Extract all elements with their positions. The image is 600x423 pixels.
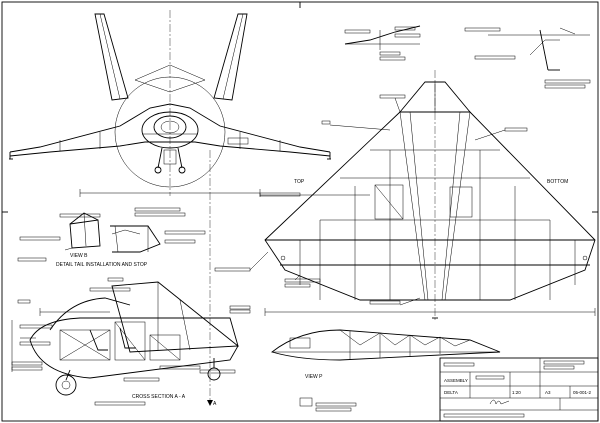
- planform-panel-right: [449, 186, 473, 218]
- view-b-label: VIEW B: [70, 253, 88, 259]
- side-profile-label: VIEW P: [305, 374, 323, 380]
- planform-panel-left: [374, 184, 404, 220]
- cross-section-body: [29, 317, 239, 379]
- cross-section-side: CROSS SECTION A - A: [11, 277, 251, 406]
- detail-tail-label: DETAIL TAIL INSTALLATION AND STOP: [56, 262, 148, 268]
- detail-tail-installation: VIEW B DETAIL TAIL INSTALLATION AND STOP: [17, 207, 206, 268]
- section-marker-label: A: [213, 401, 217, 407]
- title-block-sheet: A3: [545, 390, 551, 395]
- title-block-title: ASSEMBLY: [444, 378, 468, 383]
- planform-view: TOP BOTTOM: [264, 70, 596, 320]
- planform-label-top: TOP: [294, 179, 305, 185]
- title-block-signature: [489, 399, 510, 405]
- title-block: ASSEMBLY DELTA 1:20 A3 05-001-2: [439, 357, 599, 422]
- planform-label-bottom: BOTTOM: [547, 179, 568, 185]
- title-block-scale: 1:20: [512, 390, 521, 395]
- cross-section-main-wheel: [55, 374, 77, 396]
- detail-callout-right: [464, 27, 591, 89]
- front-view-right-fin: [213, 13, 248, 101]
- planform-leaders: [214, 94, 528, 306]
- title-block-drawing-name: DELTA: [444, 390, 458, 395]
- front-view-left-fin: [94, 13, 129, 101]
- side-profile-body: [271, 329, 501, 361]
- planform-keel: [399, 111, 471, 301]
- title-block-number: 05-001-2: [573, 390, 592, 395]
- front-view-wheel: [154, 166, 162, 174]
- side-profile: VIEW P: [271, 329, 501, 412]
- front-view: [9, 10, 331, 197]
- cross-section-fin: [111, 281, 240, 353]
- section-marker-a-bottom: [207, 400, 213, 406]
- cross-section-label: CROSS SECTION A - A: [132, 394, 186, 400]
- detail-callout-top: [344, 25, 421, 61]
- planform-wing-outline: [264, 111, 596, 301]
